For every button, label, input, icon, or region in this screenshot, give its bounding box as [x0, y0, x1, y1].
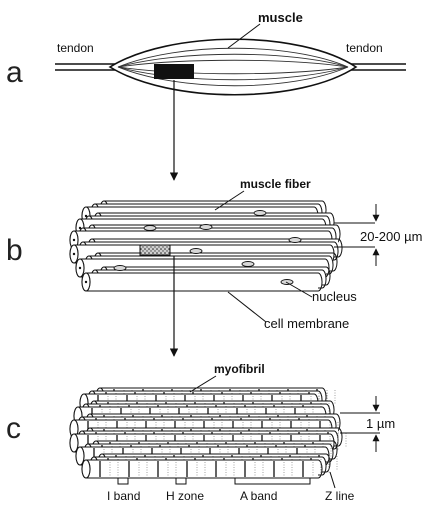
panel-b: b muscle fiber 20-200 µm nucleus cell me… — [6, 177, 422, 356]
z-line-label: Z line — [325, 489, 355, 503]
fiber-diameter-label: 20-200 µm — [360, 229, 422, 244]
myofibril — [82, 460, 322, 478]
muscle-label: muscle — [258, 10, 303, 25]
cell-membrane-label: cell membrane — [264, 316, 349, 331]
panel-a: a muscle tendon tendon — [6, 10, 406, 180]
fiber-sample-block — [140, 245, 170, 255]
muscle-fiber-label: muscle fiber — [240, 177, 311, 191]
nucleus — [242, 262, 254, 267]
cell-membrane-leader — [228, 292, 266, 322]
nucleus — [200, 225, 212, 230]
nucleus-label: nucleus — [312, 289, 357, 304]
tendon-right-label: tendon — [346, 41, 383, 55]
muscle-sample-block — [154, 64, 194, 79]
panel-letter-c: c — [6, 412, 21, 445]
panel-letter-a: a — [6, 56, 23, 89]
nucleus — [289, 238, 301, 243]
myofibril-label: myofibril — [214, 362, 265, 376]
muscle-belly — [110, 39, 356, 95]
h-zone-label: H zone — [166, 489, 204, 503]
fiber-bundle — [70, 201, 342, 291]
panel-letter-b: b — [6, 234, 23, 267]
myofibril-bundle — [70, 388, 346, 478]
nucleus — [114, 266, 126, 271]
tendon-left-label: tendon — [57, 41, 94, 55]
nucleus — [190, 249, 202, 254]
myofibril-diameter-label: 1 µm — [366, 416, 395, 431]
a-band-label: A band — [240, 489, 277, 503]
panel-c: c myofibril 1 µm I band H zone A band Z … — [6, 362, 395, 503]
i-band-label: I band — [107, 489, 140, 503]
nucleus — [254, 211, 266, 216]
nucleus — [144, 226, 156, 231]
